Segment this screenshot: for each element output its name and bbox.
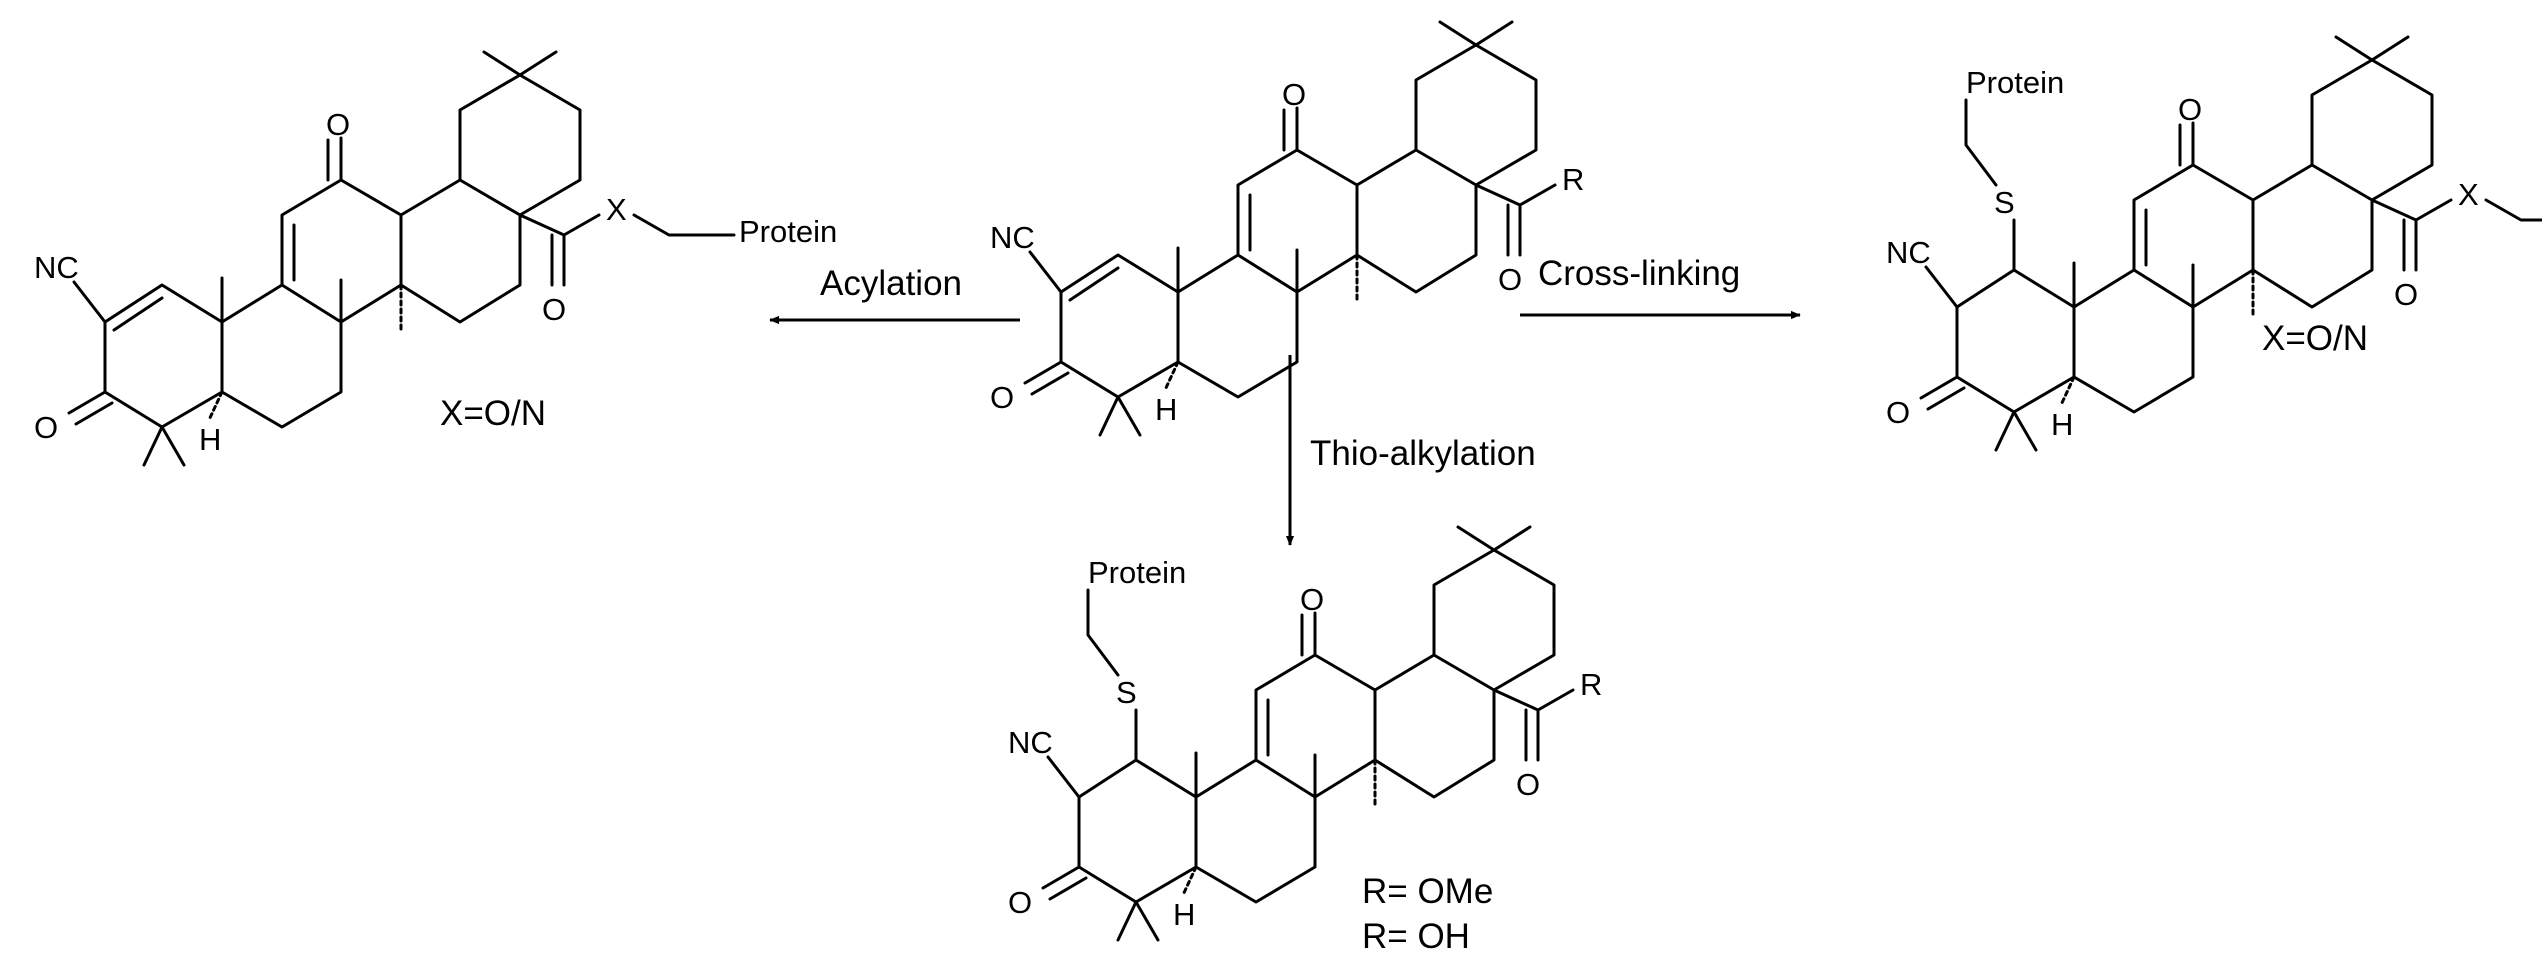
atom-protein: Protein [1966, 65, 2064, 100]
cross-linking-product: NC O H O O X Protein S Protein [1886, 35, 2542, 452]
cross-linking-arrow: Cross-linking [1520, 254, 1801, 320]
atom-o: O [1282, 77, 1306, 112]
atom-r: R [1562, 162, 1584, 197]
r-definition-oh: R= OH [1362, 917, 1470, 956]
atom-o: O [990, 380, 1014, 415]
acylation-arrow: Acylation [769, 264, 1020, 325]
atom-protein: Protein [739, 214, 837, 249]
atom-o: O [1008, 885, 1032, 920]
atom-o: O [326, 107, 350, 142]
thio-alkylation-arrow: Thio-alkylation [1285, 355, 1536, 546]
thio-alkylation-label: Thio-alkylation [1310, 434, 1536, 473]
atom-o: O [34, 410, 58, 445]
atom-o: O [1300, 582, 1324, 617]
atom-protein: Protein [1088, 555, 1186, 590]
atom-nc: NC [1008, 725, 1053, 760]
r-definition-ome: R= OMe [1362, 872, 1493, 911]
thio-alkylation-product: NC O H O O R S Protein [1008, 525, 1602, 942]
atom-h: H [2051, 407, 2073, 442]
atom-o: O [542, 292, 566, 327]
atom-nc: NC [34, 250, 79, 285]
atom-o: O [1498, 262, 1522, 297]
acylation-label: Acylation [820, 264, 962, 303]
atom-h: H [1173, 897, 1195, 932]
x-definition-right: X=O/N [2262, 319, 2368, 358]
atom-o: O [2178, 92, 2202, 127]
atom-x: X [2458, 177, 2479, 212]
atom-s: S [1116, 675, 1137, 710]
atom-o: O [1886, 395, 1910, 430]
atom-nc: NC [990, 220, 1035, 255]
atom-x: X [606, 192, 627, 227]
x-definition-left: X=O/N [440, 394, 546, 433]
acylation-product: NC O H O O X Protein [34, 50, 837, 467]
starting-material: NC O H O O R [990, 20, 1584, 437]
atom-s: S [1994, 185, 2015, 220]
atom-o: O [1516, 767, 1540, 802]
atom-h: H [1155, 392, 1177, 427]
atom-h: H [199, 422, 221, 457]
atom-o: O [2394, 277, 2418, 312]
cross-linking-label: Cross-linking [1538, 254, 1740, 293]
atom-r: R [1580, 667, 1602, 702]
atom-nc: NC [1886, 235, 1931, 270]
